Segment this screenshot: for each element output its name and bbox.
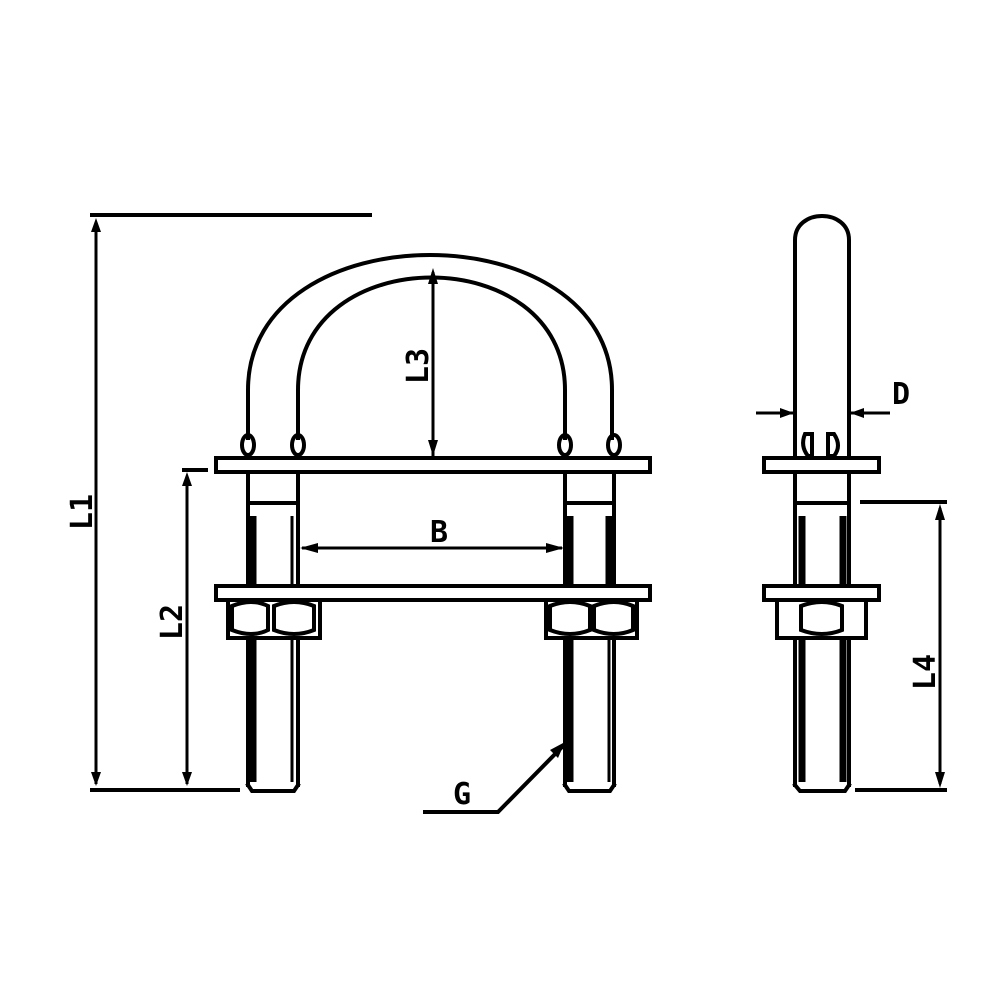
weld-mark [557, 433, 573, 457]
right-leg [562, 470, 617, 793]
left-leg [245, 470, 301, 793]
label-l2: L2 [155, 604, 190, 640]
side-rod [793, 214, 851, 460]
label-l3: L3 [401, 348, 436, 384]
weld-mark [240, 433, 256, 457]
side-view: D L4 [756, 214, 947, 793]
left-nuts [226, 598, 322, 640]
dimension-d: D [756, 377, 910, 418]
side-bottom-plate [762, 584, 881, 602]
label-l4: L4 [908, 654, 943, 690]
dimension-l1: L1 [65, 213, 372, 792]
side-nut [775, 598, 868, 640]
label-l1: L1 [65, 494, 100, 530]
dimension-l3: L3 [401, 268, 438, 456]
weld-mark [290, 433, 306, 457]
dimension-l4: L4 [855, 500, 947, 792]
side-top-plate [762, 456, 881, 474]
bottom-plate [214, 584, 652, 602]
dimension-l2: L2 [155, 468, 208, 786]
weld-mark [606, 433, 622, 457]
dimension-b: B [300, 515, 564, 553]
label-g: G [453, 777, 471, 812]
label-b: B [430, 515, 448, 550]
top-plate [214, 456, 652, 474]
label-d: D [892, 377, 910, 412]
front-view: L1 L2 L3 B G [65, 213, 652, 814]
dimension-g: G [423, 742, 566, 814]
right-nuts [544, 598, 639, 640]
outer-bend [246, 253, 614, 440]
